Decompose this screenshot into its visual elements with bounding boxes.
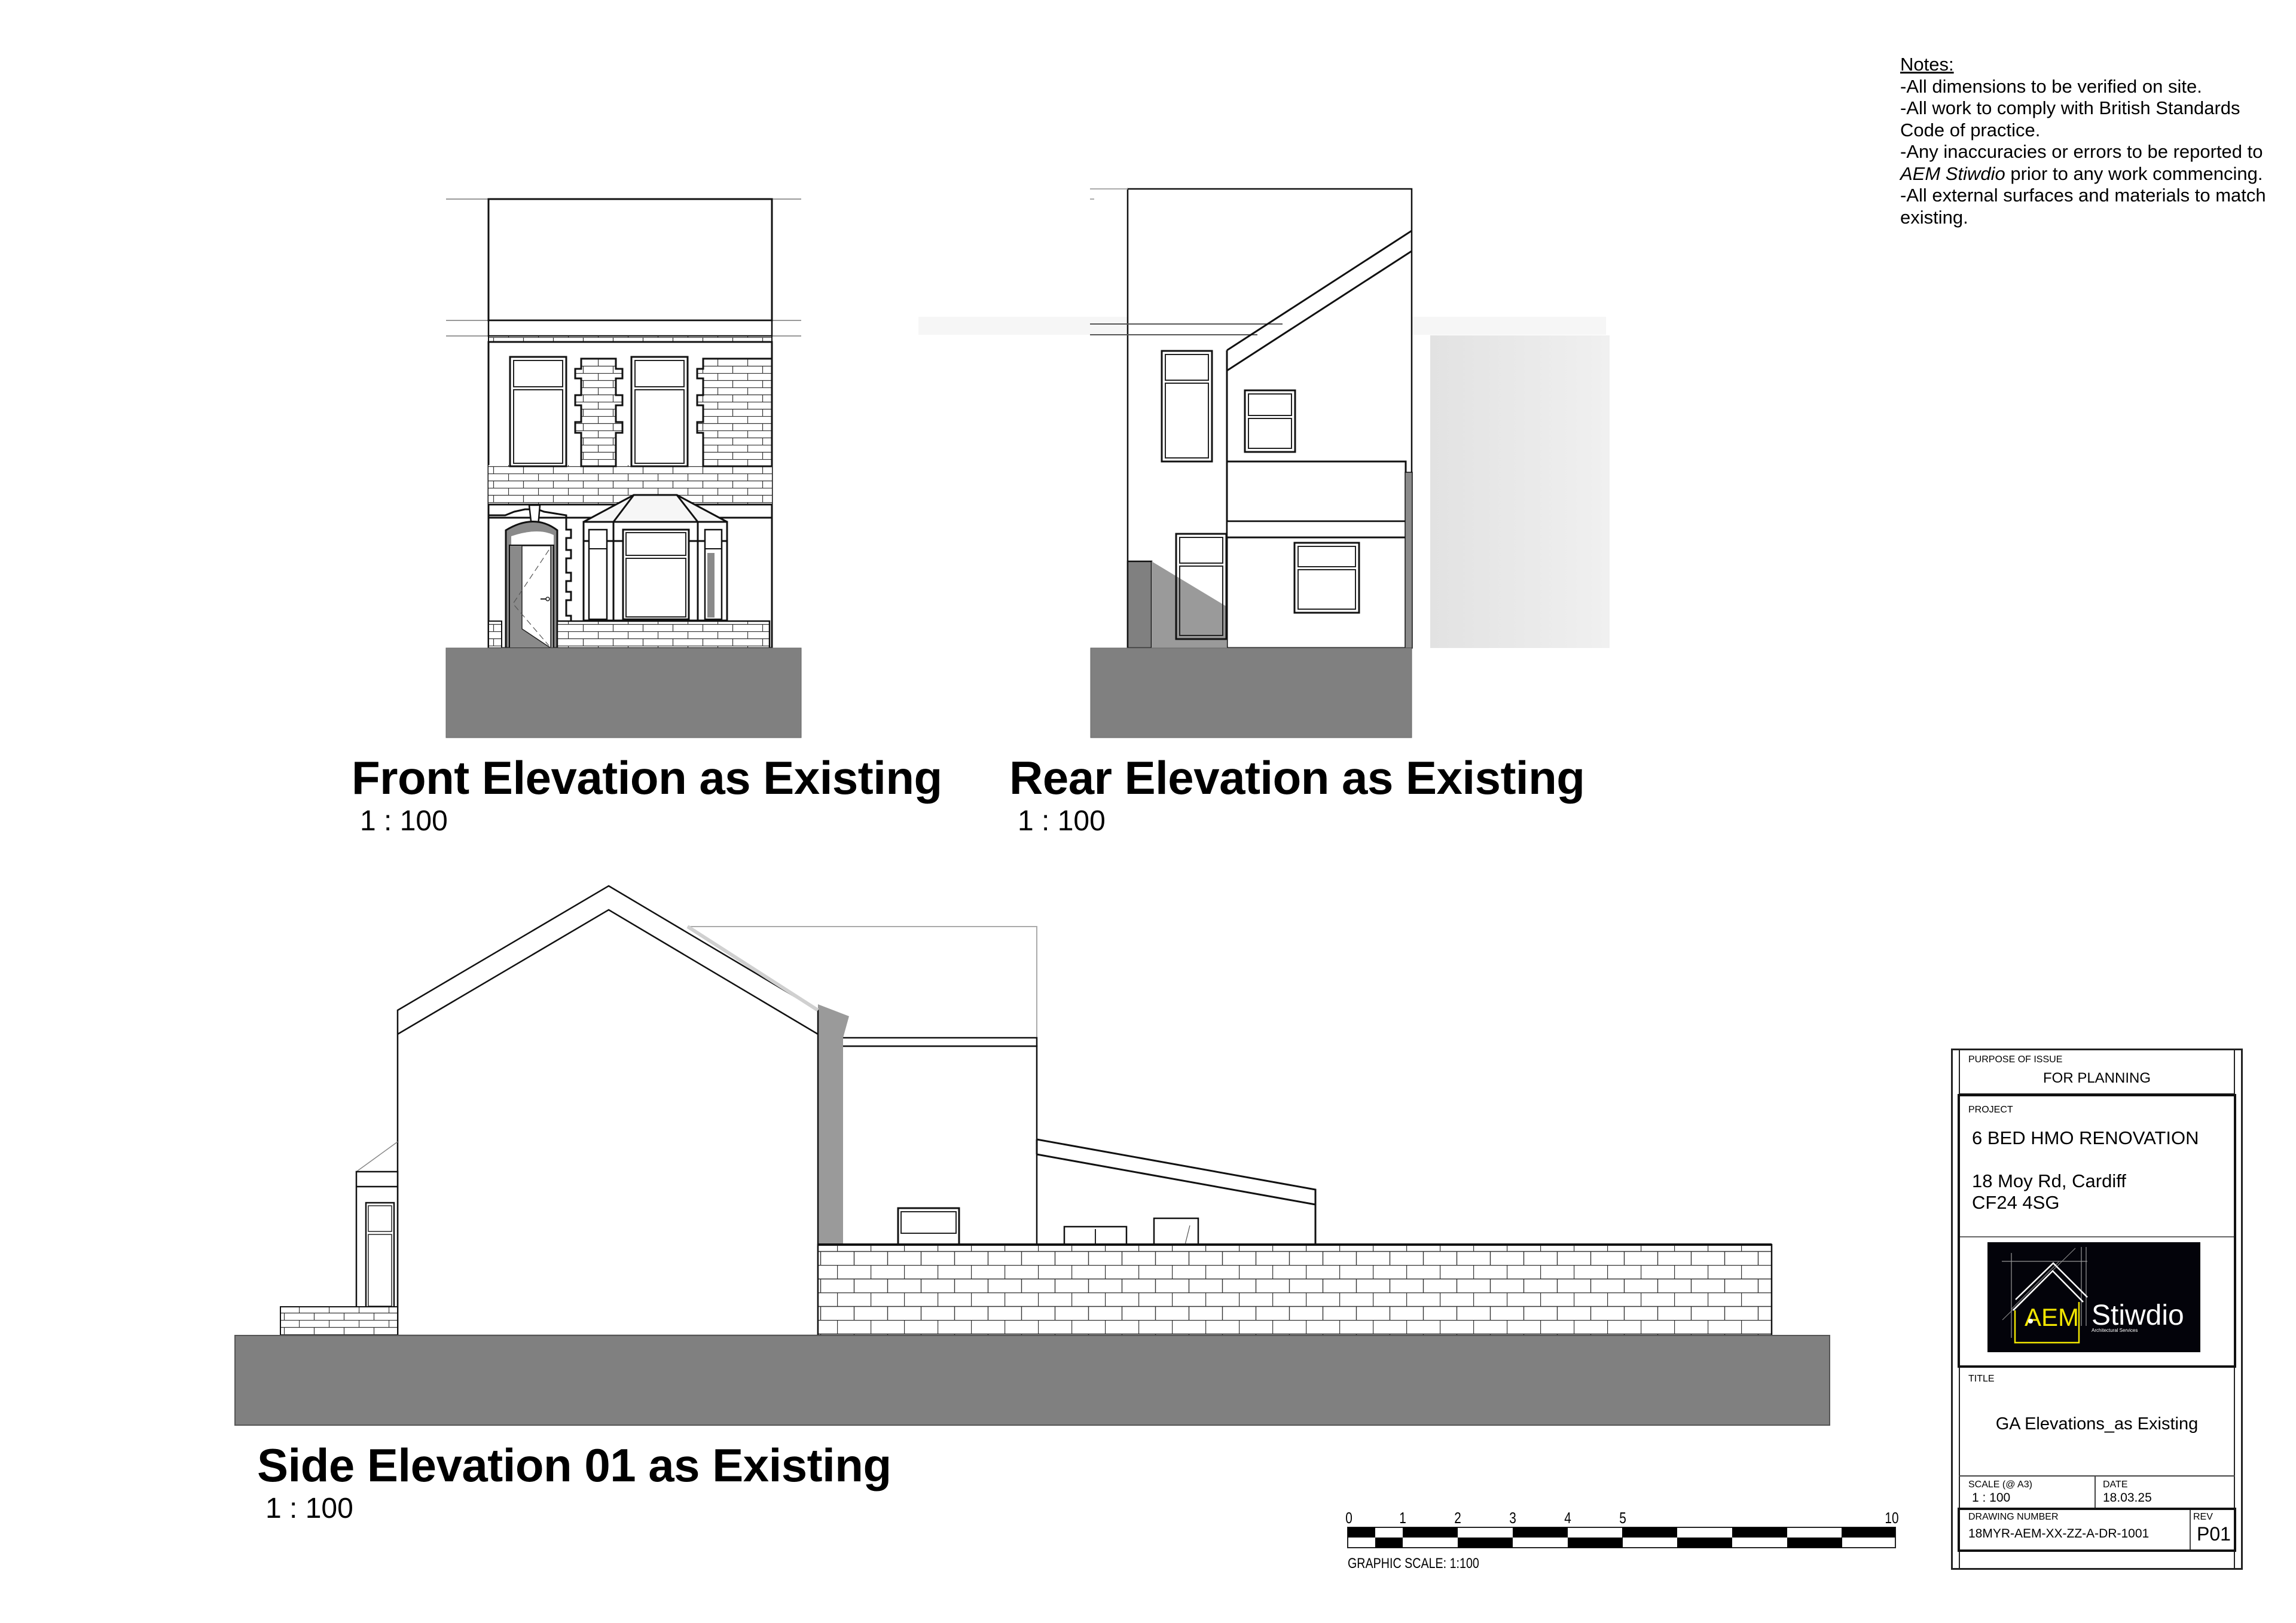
graphic-scale-label: GRAPHIC SCALE: 1:100: [1348, 1555, 1479, 1572]
front-bay-window-right: [704, 528, 723, 621]
rear-elevation: [918, 188, 1610, 738]
scale-tick-2: 2: [1454, 1509, 1461, 1527]
rev-label: REV: [2193, 1512, 2213, 1522]
front-bay-window-left: [588, 528, 608, 621]
front-window-upper-right: [630, 356, 689, 467]
project-cell: PROJECT 6 BED HMO RENOVATION 18 Moy Rd, …: [1958, 1094, 2236, 1368]
side-elevation-scale: 1 : 100: [265, 1493, 353, 1524]
project-address-line2: CF24 4SG: [1972, 1192, 2060, 1213]
rear-elevation-scale: 1 : 100: [1018, 805, 1106, 837]
title-block: [1951, 1049, 2243, 1570]
project-divider: [1960, 1236, 2234, 1237]
front-door: [505, 521, 558, 649]
logo-house-icon: AEM Stiwdio Architectural Services: [2002, 1247, 2184, 1344]
note-line: Code of practice.: [1900, 119, 2041, 140]
scale-value: 1 : 100: [1972, 1491, 2011, 1505]
graphic-scale-bar: [1347, 1527, 1896, 1548]
rev-divider: [2190, 1510, 2191, 1549]
scale-tick-4: 4: [1564, 1509, 1571, 1527]
project-label: PROJECT: [1968, 1105, 2013, 1115]
front-elevation-title: Front Elevation as Existing: [352, 751, 942, 804]
side-window-outrigger-2: [1063, 1225, 1128, 1246]
drawing-number-label: DRAWING NUMBER: [1968, 1512, 2059, 1522]
front-elevation: [445, 198, 802, 738]
scale-tick-1: 1: [1399, 1509, 1406, 1527]
company-name: AEM Stiwdio: [1900, 163, 2005, 184]
note-line: existing.: [1900, 206, 1968, 228]
notes-heading: Notes:: [1900, 54, 1954, 75]
title-label: TITLE: [1968, 1374, 1995, 1384]
logo-tagline: Architectural Services: [2092, 1328, 2138, 1333]
scale-tick-10: 10: [1885, 1509, 1899, 1527]
scale-tick-0: 0: [1345, 1509, 1352, 1527]
date-value: 18.03.25: [2103, 1491, 2152, 1505]
drawing-number-cell: DRAWING NUMBER 18MYR-AEM-XX-ZZ-A-DR-1001…: [1958, 1508, 2236, 1552]
side-elevation: [234, 885, 1830, 1426]
scale-cell: SCALE (@ A3) 1 : 100: [1959, 1477, 2096, 1508]
side-elevation-title: Side Elevation 01 as Existing: [257, 1439, 891, 1491]
company-logo: AEM Stiwdio Architectural Services: [1987, 1242, 2200, 1352]
rear-window-ground-extension: [1293, 542, 1360, 614]
project-name: 6 BED HMO RENOVATION: [1972, 1127, 2199, 1148]
logo-mark: AEM: [2025, 1303, 2079, 1331]
drawing-title-cell: TITLE GA Elevations_as Existing: [1959, 1368, 2235, 1477]
side-window-bay: [365, 1202, 395, 1309]
project-address-line1: 18 Moy Rd, Cardiff: [1972, 1170, 2126, 1191]
purpose-of-issue-cell: PURPOSE OF ISSUE FOR PLANNING: [1959, 1049, 2235, 1095]
rear-window-ground-left: [1175, 533, 1228, 640]
note-line: AEM Stiwdio prior to any work commencing…: [1900, 163, 2289, 185]
note-line: -All external surfaces and materials to …: [1900, 185, 2266, 206]
drawing-title: GA Elevations_as Existing: [1995, 1414, 2199, 1434]
front-bay-window-centre: [622, 528, 690, 621]
note-line: -All work to comply with British Standar…: [1900, 97, 2240, 118]
date-cell: DATE 18.03.25: [2096, 1477, 2235, 1508]
rear-elevation-title: Rear Elevation as Existing: [1009, 751, 1585, 804]
side-window-outrigger-1: [897, 1207, 960, 1246]
date-label: DATE: [2103, 1480, 2128, 1490]
drawing-number-value: 18MYR-AEM-XX-ZZ-A-DR-1001: [1968, 1527, 2150, 1541]
front-elevation-scale: 1 : 100: [360, 805, 448, 837]
general-notes: Notes: -All dimensions to be verified on…: [1900, 54, 2289, 228]
front-window-upper-left: [509, 356, 567, 467]
note-line: -All dimensions to be verified on site.: [1900, 75, 2202, 97]
note-line-tail: prior to any work commencing.: [2005, 163, 2263, 184]
purpose-label: PURPOSE OF ISSUE: [1968, 1055, 2063, 1065]
purpose-value: FOR PLANNING: [2042, 1070, 2151, 1086]
note-line: -Any inaccuracies or errors to be report…: [1900, 141, 2263, 162]
rear-window-first-floor-right: [1244, 389, 1296, 453]
side-window-outrigger-3: [1153, 1217, 1199, 1246]
scale-tick-5: 5: [1619, 1509, 1626, 1527]
scale-tick-3: 3: [1509, 1509, 1516, 1527]
logo-name: Stiwdio: [2092, 1300, 2184, 1331]
scale-label: SCALE (@ A3): [1968, 1480, 2032, 1490]
rev-value: P01: [2197, 1523, 2231, 1545]
rear-window-first-floor-left: [1161, 350, 1213, 463]
